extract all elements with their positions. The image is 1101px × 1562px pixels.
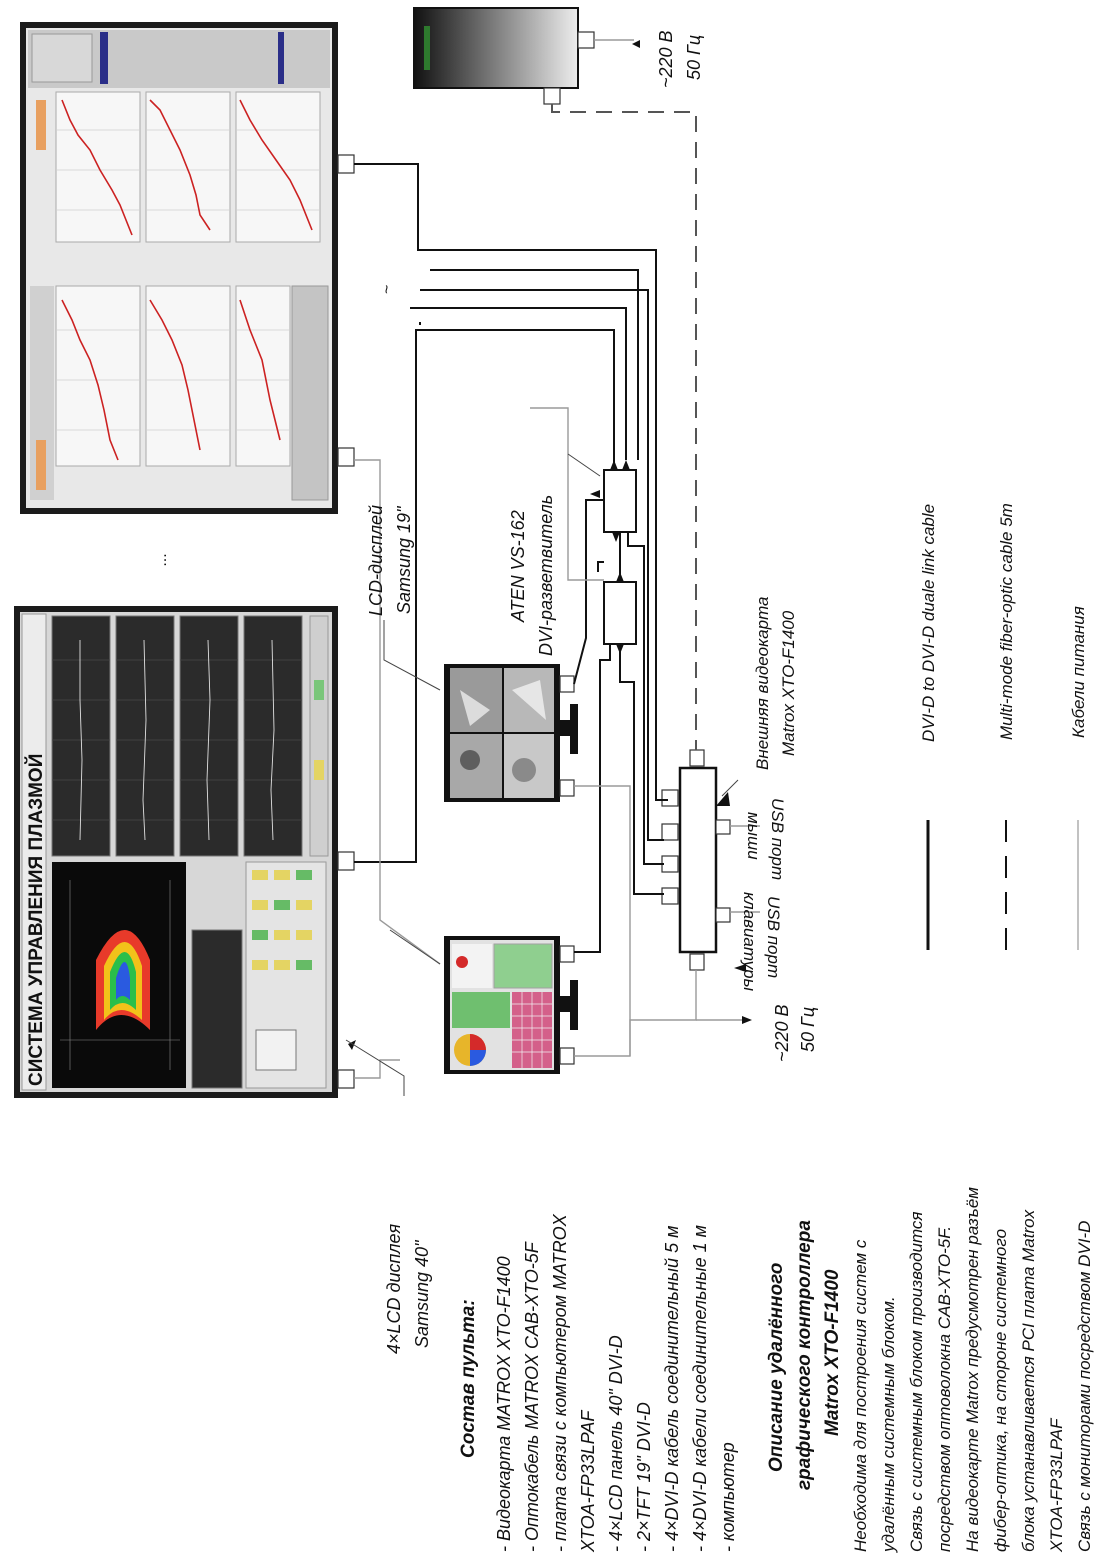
svg-text:XTOA-FP33LPAF: XTOA-FP33LPAF	[578, 1410, 598, 1553]
svg-text:клавиатуры: клавиатуры	[740, 892, 759, 992]
label-usb-keyboard: USB порт клавиатуры	[740, 892, 783, 992]
svg-text:50 Гц: 50 Гц	[684, 35, 704, 80]
svg-text:блока устанавливается PCI плат: блока устанавливается PCI плата Matrox	[1019, 1209, 1038, 1552]
svg-text:XTOA-FP33LPAF: XTOA-FP33LPAF	[1047, 1417, 1066, 1553]
lcd-monitor-control	[444, 936, 578, 1074]
legend: DVI-D to DVI-D duale link cable Multi-mo…	[919, 503, 1088, 950]
lcd-wall-monitor-right	[20, 22, 338, 514]
svg-text:посредством оптоволокна CAB-XT: посредством оптоволокна CAB-XTO-5F.	[935, 1226, 954, 1552]
legend-fiber: Multi-mode fiber-optic cable 5m	[997, 503, 1016, 740]
composition-list: Состав пульта: - Видеокарта MATROX XTO-F…	[458, 1213, 738, 1553]
svg-text:- Видеокарта MATROX XTO-F1400: - Видеокарта MATROX XTO-F1400	[494, 1256, 514, 1552]
svg-text:USB порт: USB порт	[768, 798, 787, 880]
svg-text:графического контроллера: графического контроллера	[794, 1220, 815, 1490]
label-lcd-monitor: LCD-дисплей Samsung 19"	[366, 505, 414, 616]
label-usb-mouse: USB порт мыши	[744, 798, 787, 880]
power-cables	[354, 39, 760, 1079]
svg-text:Matrox XTO-F1400: Matrox XTO-F1400	[822, 1269, 843, 1436]
label-splitter: ATEN VS-162 DVI-разветвитель	[508, 495, 556, 656]
svg-text:LCD-дисплей: LCD-дисплей	[366, 505, 386, 616]
label-graphics-card: Внешняя видеокарта Matrox XTO-F1400	[753, 597, 798, 771]
lcd-wall-monitor-left	[14, 606, 338, 1098]
svg-text:- компьютер: - компьютер	[718, 1442, 738, 1552]
svg-text:Samsung 40": Samsung 40"	[412, 1239, 432, 1348]
ellipsis: ...	[153, 553, 170, 566]
svg-text:Описание удалённого: Описание удалённого	[766, 1263, 787, 1472]
svg-text:50 Гц: 50 Гц	[798, 1007, 818, 1052]
legend-power: Кабели питания	[1069, 606, 1088, 738]
svg-text:- 2×TFT 19" DVI-D: - 2×TFT 19" DVI-D	[634, 1402, 654, 1552]
dvi-splitter-2	[603, 581, 637, 645]
plasma-rainbow	[96, 930, 150, 1030]
svg-text:Связь с системным блоком произ: Связь с системным блоком производится	[907, 1212, 926, 1553]
svg-text:Matrox XTO-F1400: Matrox XTO-F1400	[779, 610, 798, 756]
oscillograph-panels	[51, 615, 303, 857]
lcd-monitor-cameras	[444, 664, 578, 802]
svg-text:удалённым системным блоком.: удалённым системным блоком.	[879, 1296, 898, 1553]
svg-text:Связь с мониторами посредством: Связь с мониторами посредством DVI-D	[1075, 1221, 1094, 1552]
screen-connectors	[337, 154, 355, 1089]
svg-text:- 4×LCD панель 40" DVI-D: - 4×LCD панель 40" DVI-D	[606, 1335, 626, 1552]
svg-text:мыши: мыши	[744, 812, 763, 860]
svg-text:ATEN VS-162: ATEN VS-162	[508, 510, 528, 623]
graphics-card-xto	[661, 749, 731, 971]
svg-text:- Оптокабель MATROX CAB-XTO-5F: - Оптокабель MATROX CAB-XTO-5F	[522, 1241, 542, 1552]
arrowheads	[348, 40, 746, 1050]
svg-text:DVI-разветвитель: DVI-разветвитель	[536, 495, 556, 656]
dvi-cables	[354, 163, 668, 953]
control-screen-title: СИСТЕМА УПРАВЛЕНИЯ ПЛАЗМОЙ	[25, 754, 47, 1086]
svg-text:- 4×DVI-D кабель соединительны: - 4×DVI-D кабель соединительный 5 м	[662, 1226, 682, 1552]
label-power-bottom: ~220 В 50 Гц	[772, 1004, 818, 1062]
plot-panels	[55, 91, 321, 467]
svg-text:Внешняя видеокарта: Внешняя видеокарта	[753, 597, 772, 771]
svg-text:фибер-оптика, на стороне систе: фибер-оптика, на стороне системного	[991, 1229, 1010, 1552]
svg-text:- 4×DVI-D кабели соединительны: - 4×DVI-D кабели соединительные 1 м	[690, 1225, 710, 1552]
plot-curves	[61, 99, 313, 461]
dvi-splitter-1	[603, 469, 637, 533]
svg-text:4×LCD дисплея: 4×LCD дисплея	[384, 1223, 404, 1354]
label-lcd-wall: 4×LCD дисплея Samsung 40"	[384, 1223, 432, 1354]
svg-text:~220 В: ~220 В	[656, 30, 676, 88]
fiber-optic-cable	[551, 104, 697, 750]
label-power-top: ~220 В 50 Гц	[656, 30, 704, 88]
svg-text:~220 В: ~220 В	[772, 1004, 792, 1062]
legend-dvi: DVI-D to DVI-D duale link cable	[919, 504, 938, 742]
svg-text:Samsung 19": Samsung 19"	[394, 505, 414, 614]
description-block: Описание удалённого графического контрол…	[766, 1187, 1094, 1553]
svg-text:- плата связи с компьютером MA: - плата связи с компьютером MATROX	[550, 1213, 570, 1552]
composition-title: Состав пульта:	[458, 1299, 479, 1458]
svg-text:Необходима для построения сист: Необходима для построения систем с	[851, 1239, 870, 1552]
control-buttons	[245, 861, 327, 1089]
svg-text:На видеокарте Matrox предусмот: На видеокарте Matrox предусмотрен разъём	[963, 1187, 982, 1552]
svg-text:USB порт: USB порт	[764, 896, 783, 978]
tilde-mark: ~	[379, 285, 396, 294]
system-unit	[413, 7, 595, 105]
leader-lines	[345, 453, 739, 1096]
